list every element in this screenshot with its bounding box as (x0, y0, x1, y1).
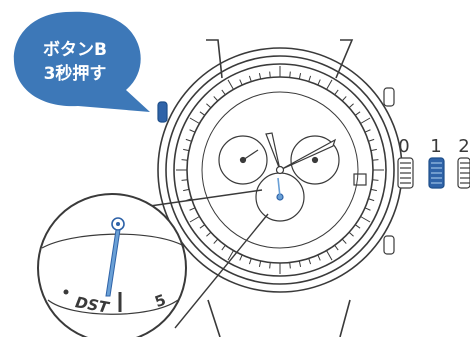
bezel-tick (370, 148, 377, 152)
bezel-tick (227, 250, 234, 261)
bezel-tick (289, 262, 291, 269)
crown-1 (428, 157, 445, 189)
bezel-tick (326, 250, 333, 261)
date-window (353, 173, 367, 186)
bezel-tick (354, 224, 361, 229)
bezel-tick (308, 258, 312, 265)
bezel-tick (227, 79, 234, 90)
bezel-tick (183, 188, 190, 192)
bezel-tick (221, 89, 226, 96)
bezel-tick (289, 71, 291, 78)
callout-line-2: 3秒押す (44, 63, 107, 84)
button-b (157, 101, 168, 123)
bezel-tick (298, 73, 302, 80)
magnifier: DST 5 (37, 189, 269, 337)
bezel-tick (213, 96, 219, 102)
bezel-tick (269, 262, 271, 269)
bezel-tick (221, 244, 226, 251)
watch-case (157, 39, 403, 337)
bezel-ticks (176, 66, 384, 274)
crown-position-2: 2 (458, 136, 469, 157)
bezel-tick (248, 258, 252, 265)
bezel-tick (258, 73, 262, 80)
bezel-tick (370, 188, 377, 192)
crown-2 (457, 157, 470, 189)
subdial-right (290, 135, 340, 185)
bezel-tick (206, 231, 212, 237)
bezel-tick (364, 207, 371, 211)
main-hands (265, 132, 337, 175)
bezel-tick (354, 111, 361, 116)
bezel-tick (189, 216, 200, 223)
bezel-tick (199, 224, 206, 229)
bezel-tick (258, 260, 262, 267)
callout-bubble: ボタンB 3秒押す (13, 11, 150, 113)
bezel-tick (372, 159, 379, 161)
bezel-tick (341, 96, 347, 102)
bezel-tick (189, 129, 196, 133)
bezel-tick (199, 111, 206, 116)
button-c (383, 235, 395, 255)
bezel-tick (206, 103, 212, 109)
crown-0 (397, 157, 414, 189)
bezel-tick (239, 79, 243, 86)
crown-position-0: 0 (398, 136, 409, 157)
bezel-tick (348, 231, 354, 237)
bezel-tick (308, 75, 312, 82)
crown-position-1: 1 (430, 136, 441, 157)
bezel-tick (181, 179, 188, 181)
bezel-tick (269, 71, 271, 78)
bezel-tick (364, 129, 371, 133)
subdial-left (218, 135, 268, 185)
bezel-tick (298, 260, 302, 267)
bezel-tick (334, 244, 339, 251)
bezel-tick (326, 79, 333, 90)
callout-line-1: ボタンB (43, 40, 107, 60)
bezel-tick (248, 75, 252, 82)
button-a (383, 87, 395, 107)
bezel-tick (183, 148, 190, 152)
bezel-tick (372, 179, 379, 181)
bezel-tick (368, 198, 375, 202)
bezel-tick (317, 79, 321, 86)
bezel-tick (368, 138, 375, 142)
bezel-tick (317, 254, 321, 261)
bezel-tick (239, 254, 243, 261)
bezel-tick (360, 216, 371, 223)
bezel-tick (348, 103, 354, 109)
bezel-tick (341, 238, 347, 244)
bezel-tick (185, 138, 192, 142)
bezel-tick (360, 117, 371, 124)
magnifier-dst-label: DST (74, 293, 112, 317)
bezel-tick (334, 89, 339, 96)
subdial-bottom (255, 172, 305, 222)
bezel-tick (181, 159, 188, 161)
bezel-tick (213, 238, 219, 244)
bezel-tick (189, 117, 200, 124)
bezel-tick (189, 207, 196, 211)
